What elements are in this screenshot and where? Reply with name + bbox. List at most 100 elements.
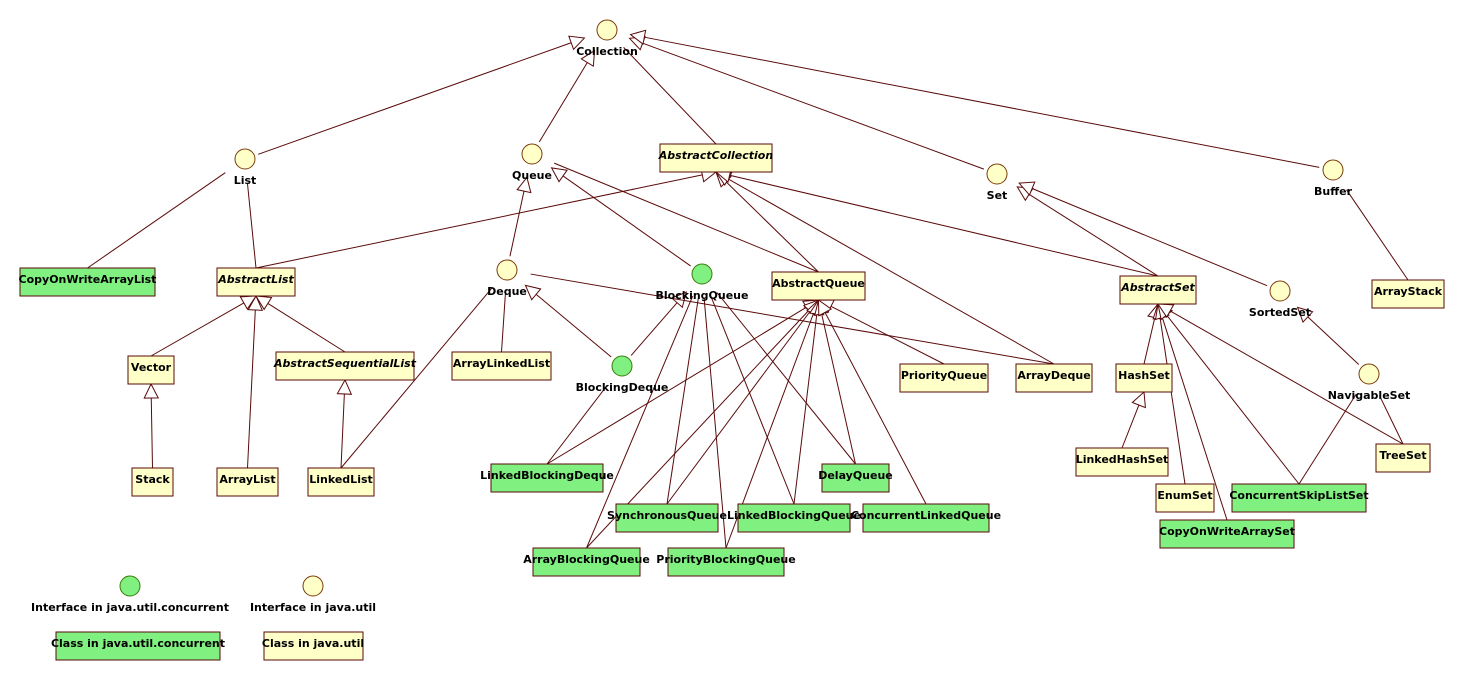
edge-ConcurrentLinkedQueue-to-AbstractQueue: [817, 299, 927, 505]
interface-icon: [1269, 280, 1291, 302]
node-AbstractQueue[interactable]: AbstractQueue: [771, 271, 866, 301]
edge-line: [727, 178, 1055, 365]
node-label: LinkedList: [309, 473, 373, 486]
edge-AbstractList-to-List: [246, 182, 257, 269]
edge-line: [538, 62, 588, 143]
node-LinkedHashSet[interactable]: LinkedHashSet: [1075, 447, 1169, 477]
node-Buffer[interactable]: Buffer: [1314, 159, 1353, 198]
class-box: [451, 351, 552, 381]
edge-line: [666, 297, 699, 505]
node-AbstractCollection[interactable]: AbstractCollection: [658, 143, 774, 173]
edge-line: [267, 303, 346, 353]
edge-line: [716, 292, 856, 465]
node-label: AbstractSet: [1120, 281, 1195, 294]
edge-line: [1298, 393, 1357, 485]
edge-LinkedBlockingDeque-to-BlockingDeque: [546, 384, 608, 465]
edge-AbstractSequentialList-to-AbstractList: [255, 295, 346, 353]
edge-NavigableSet-to-SortedSet: [1296, 306, 1360, 365]
edge-PriorityBlockingQueue-to-BlockingQueue: [703, 297, 727, 549]
node-AbstractList[interactable]: AbstractList: [216, 267, 296, 297]
node-Stack[interactable]: Stack: [131, 467, 174, 497]
node-label: Deque: [487, 285, 527, 298]
node-Queue[interactable]: Queue: [512, 143, 552, 182]
node-EnumSet[interactable]: EnumSet: [1155, 483, 1215, 513]
node-PriorityQueue[interactable]: PriorityQueue: [899, 363, 989, 393]
node-AbstractSequentialList[interactable]: AbstractSequentialList: [273, 351, 417, 381]
node-label: AbstractQueue: [772, 277, 865, 290]
node-BlockingDeque[interactable]: BlockingDeque: [576, 355, 669, 394]
edge-line: [1031, 188, 1268, 287]
edge-BlockingQueue-to-Queue: [550, 167, 691, 267]
class-box: [127, 355, 175, 385]
edge-line: [630, 302, 678, 356]
node-ArrayLinkedList[interactable]: ArrayLinkedList: [451, 351, 552, 381]
class-box: [771, 271, 866, 301]
node-label: Stack: [135, 473, 170, 486]
edge-line: [703, 297, 727, 549]
node-LinkedBlockingDeque[interactable]: LinkedBlockingDeque: [480, 463, 614, 493]
edge-line: [1166, 314, 1300, 485]
class-box: [1115, 363, 1173, 393]
node-LinkedBlockingQueue[interactable]: LinkedBlockingQueue: [727, 503, 861, 533]
node-label: BlockingDeque: [576, 381, 669, 394]
node-AbstractSet[interactable]: AbstractSet: [1119, 275, 1197, 305]
generalization-arrow-icon: [580, 49, 596, 67]
node-Collection[interactable]: Collection: [576, 19, 638, 58]
edge-line: [1121, 404, 1140, 449]
generalization-arrow-icon: [255, 295, 273, 311]
node-ConcurrentSkipListSet[interactable]: ConcurrentSkipListSet: [1229, 483, 1369, 513]
edge-line: [1028, 193, 1159, 277]
legend-class-util-box: [263, 631, 364, 661]
edge-AbstractSet-to-AbstractCollection: [714, 167, 1159, 277]
node-TreeSet[interactable]: TreeSet: [1375, 443, 1431, 473]
edge-ArrayList-to-AbstractList: [247, 294, 264, 469]
class-box: [275, 351, 415, 381]
node-Set[interactable]: Set: [986, 163, 1008, 202]
node-ArrayBlockingQueue[interactable]: ArrayBlockingQueue: [523, 547, 650, 577]
node-Deque[interactable]: Deque: [487, 259, 527, 298]
node-CopyOnWriteArraySet[interactable]: CopyOnWriteArraySet: [1159, 519, 1295, 549]
node-HashSet[interactable]: HashSet: [1115, 363, 1173, 393]
node-BlockingQueue[interactable]: BlockingQueue: [656, 263, 749, 302]
edge-AbstractCollection-to-Collection: [623, 47, 717, 145]
edge-LinkedBlockingQueue-to-BlockingQueue: [710, 296, 795, 505]
edge-line: [1143, 317, 1156, 365]
edge-DelayQueue-to-BlockingQueue: [716, 292, 856, 465]
node-DelayQueue[interactable]: DelayQueue: [818, 463, 893, 493]
node-Vector[interactable]: Vector: [127, 355, 175, 385]
node-ArrayDeque[interactable]: ArrayDeque: [1015, 363, 1093, 393]
edge-Vector-to-AbstractList: [150, 295, 257, 357]
edge-line: [623, 47, 717, 145]
class-box: [1075, 447, 1169, 477]
node-CopyOnWriteArrayList[interactable]: CopyOnWriteArrayList: [19, 267, 157, 297]
node-SynchronousQueue[interactable]: SynchronousQueue: [607, 503, 727, 533]
edge-LinkedList-to-AbstractSequentialList: [336, 378, 353, 469]
node-SortedSet[interactable]: SortedSet: [1249, 280, 1311, 319]
class-box: [1119, 275, 1197, 305]
interface-icon: [1322, 159, 1344, 181]
node-ArrayList[interactable]: ArrayList: [216, 467, 279, 497]
node-LinkedList[interactable]: LinkedList: [307, 467, 375, 497]
node-List[interactable]: List: [234, 148, 257, 187]
legend: Interface in java.util.concurrent Interf…: [31, 575, 376, 661]
edge-line: [509, 191, 525, 257]
edge-line: [247, 309, 256, 469]
legend-class-concurrent-box: [55, 631, 221, 661]
edge-line: [1169, 310, 1404, 445]
generalization-arrow-icon: [336, 378, 353, 395]
edge-line: [666, 310, 811, 505]
interface-icon: [596, 19, 618, 41]
edge-line: [340, 393, 345, 469]
node-label: AbstractList: [217, 273, 294, 286]
node-label: ConcurrentLinkedQueue: [851, 509, 1001, 522]
class-box: [737, 503, 851, 533]
interface-icon: [611, 355, 633, 377]
legend-interface-concurrent-icon: [119, 575, 141, 597]
node-ArrayStack[interactable]: ArrayStack: [1371, 279, 1445, 309]
node-PriorityBlockingQueue[interactable]: PriorityBlockingQueue: [656, 547, 796, 577]
generalization-arrow-icon: [524, 284, 542, 301]
node-ConcurrentLinkedQueue[interactable]: ConcurrentLinkedQueue: [851, 503, 1001, 533]
node-NavigableSet[interactable]: NavigableSet: [1328, 363, 1411, 402]
edge-line: [546, 384, 608, 465]
